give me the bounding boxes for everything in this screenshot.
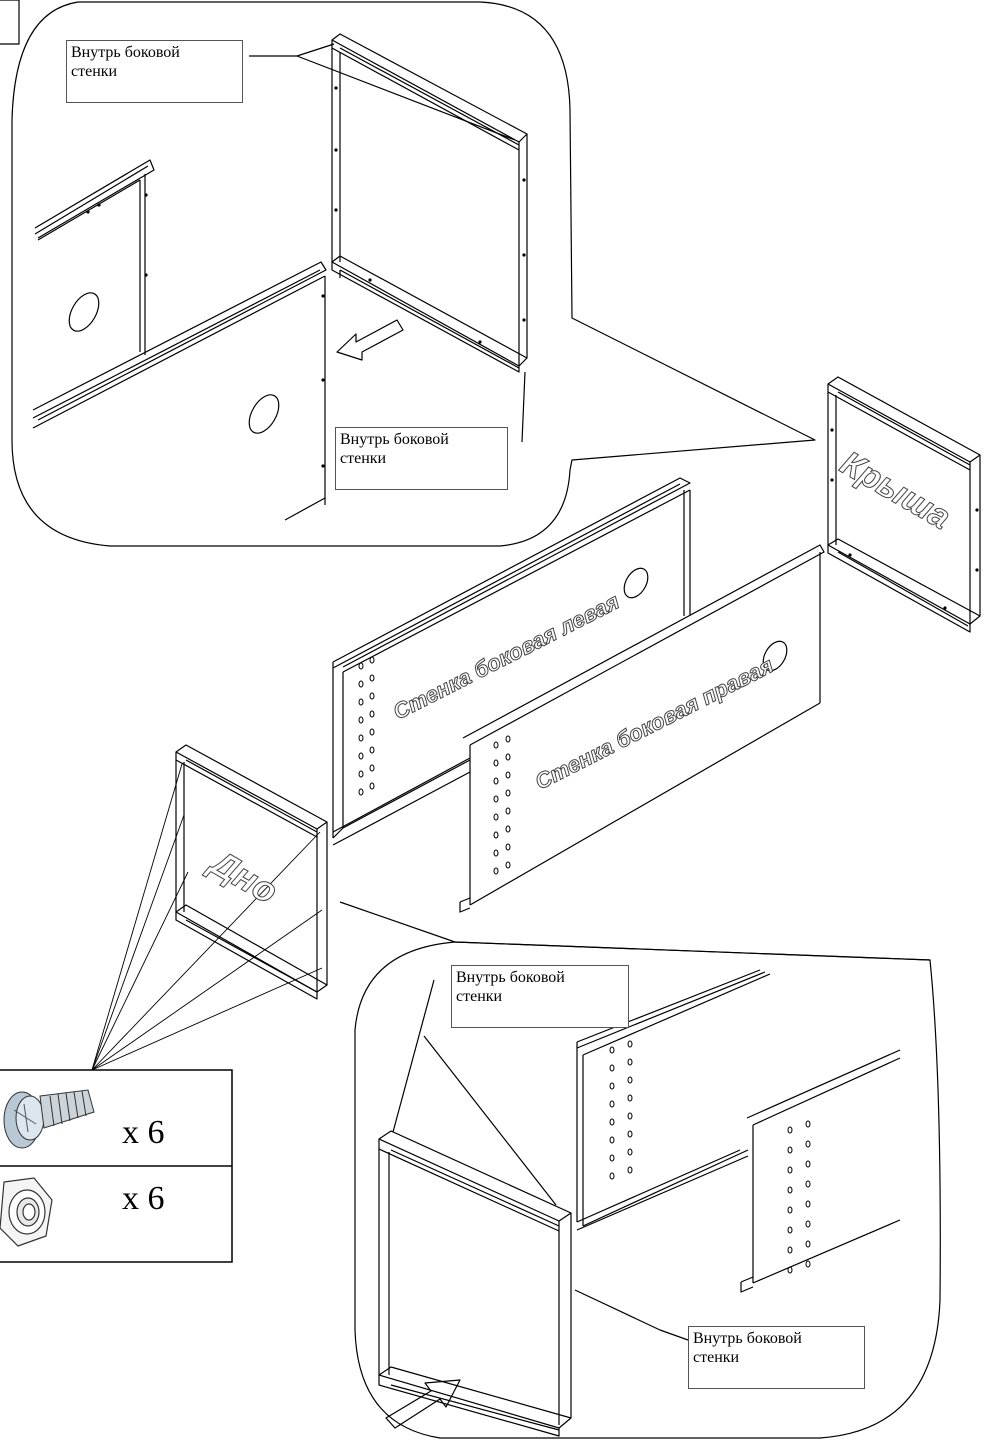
insert-arrow-top — [336, 319, 404, 361]
screw-icon — [3, 1089, 95, 1149]
callout-bottom-right: Внутрь боковой стенки — [688, 1326, 865, 1389]
right-wall-label: Стенка боковая правая — [531, 652, 777, 794]
bottom-bubble-frame — [378, 1130, 572, 1437]
hex-nut-icon — [0, 1177, 53, 1247]
top-bubble-frame — [331, 33, 528, 373]
left-wall-label: Стенка боковая левая — [389, 589, 623, 725]
top-detail-bubble — [11, 1, 816, 547]
roof-panel — [827, 376, 981, 633]
bottom-bubble-right-wall — [740, 1049, 901, 1293]
bottom-detail-bubble — [354, 941, 941, 1439]
callout-top-left: Внутрь боковой стенки — [66, 40, 243, 103]
right-wall-panel — [459, 544, 825, 913]
callout-bottom-left: Внутрь боковой стенки — [451, 965, 629, 1028]
bottom-frame — [175, 744, 328, 1000]
left-wall-panel — [332, 477, 691, 846]
insert-arrow-bottom — [385, 1379, 461, 1429]
hardware-table — [0, 1069, 233, 1263]
bottom-leader-lines — [91, 763, 323, 1071]
top-bubble-left-wall — [32, 159, 327, 521]
callout-top-right: Внутрь боковой стенки — [335, 427, 508, 490]
bottom-label: Дно — [201, 840, 284, 912]
screw-quantity: x 6 — [122, 1114, 165, 1151]
corner-box — [0, 0, 20, 45]
nut-quantity: x 6 — [122, 1180, 165, 1217]
roof-label: Крыша — [834, 444, 957, 537]
leader-line — [249, 43, 335, 57]
bottom-bubble-left-wall — [576, 969, 771, 1231]
